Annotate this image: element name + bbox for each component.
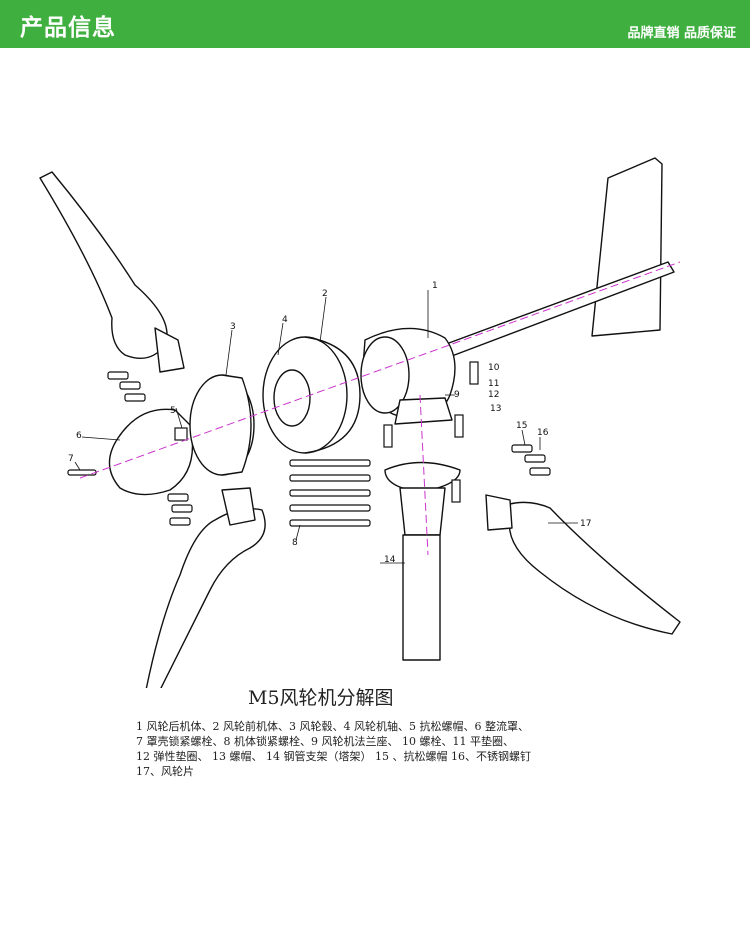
legend-line: 17、风轮片 (136, 765, 194, 778)
part-label-11: 11 (488, 379, 499, 389)
part-label-17: 17 (580, 519, 591, 529)
part-label-6: 6 (76, 431, 82, 441)
tail-vane (591, 157, 663, 337)
part-label-14: 14 (384, 555, 396, 565)
body-bolt (289, 519, 371, 527)
screw-16 (529, 467, 551, 476)
tower-axis-line (419, 394, 429, 556)
screw-16 (524, 454, 546, 463)
nut (174, 427, 188, 441)
bolt-10 (451, 479, 461, 503)
bolt (119, 381, 141, 390)
front-body-inner (273, 369, 311, 427)
exploded-view-diagram: 1 2 3 4 5 6 7 8 9 10 11 12 13 14 15 16 1… (39, 157, 681, 688)
part-label-3: 3 (230, 322, 236, 332)
bolt (107, 371, 129, 380)
header-title: 产品信息 (20, 15, 116, 41)
front-body-fins (304, 336, 361, 454)
blade-root-lower-left (221, 487, 256, 526)
blade-root-upper-left (154, 327, 185, 373)
rear-body-opening (360, 336, 410, 414)
tower-cone (399, 487, 446, 536)
header-slogan: 品牌直销 品质保证 (627, 26, 736, 41)
part-label-8: 8 (292, 538, 298, 548)
part-label-12: 12 (488, 390, 499, 400)
blade-right (489, 501, 681, 635)
bolt (171, 504, 193, 513)
part-label-9: 9 (454, 390, 460, 400)
bolt-10 (383, 424, 393, 448)
legend-line: 1 风轮后机体、2 风轮前机体、3 风轮毂、4 风轮机轴、5 抗松螺帽、6 整流… (136, 720, 529, 733)
part-label-7: 7 (68, 454, 74, 464)
diagram-title: M5风轮机分解图 (248, 687, 394, 709)
header-bar: 产品信息 品牌直销 品质保证 (0, 0, 750, 48)
bolt (167, 493, 189, 502)
bolt (124, 393, 146, 402)
parts-legend: 1 风轮后机体、2 风轮前机体、3 风轮毂、4 风轮机轴、5 抗松螺帽、6 整流… (136, 719, 531, 779)
blade-root-right (485, 494, 513, 531)
tower-pipe (402, 534, 441, 661)
legend-line: 12 弹性垫圈、 13 螺帽、 14 钢管支架（塔架） 15 、抗松螺帽 16、… (136, 750, 531, 763)
body-bolt (289, 459, 371, 467)
center-axis-line (79, 261, 681, 479)
part-label-16: 16 (537, 428, 549, 438)
bolt-10 (469, 361, 479, 385)
part-label-10: 10 (488, 363, 500, 373)
body-bolt (289, 474, 371, 482)
hub-rim (221, 374, 252, 476)
part-label-13: 13 (490, 404, 501, 414)
legend-line: 7 罩壳锁紧螺栓、8 机体锁紧螺栓、9 风轮机法兰座、 10 螺栓、11 平垫圈… (136, 735, 514, 748)
blade-upper-left (39, 171, 168, 359)
part-label-15: 15 (516, 421, 527, 431)
part-label-5: 5 (170, 406, 176, 416)
blade-lower-left (145, 508, 266, 688)
bolt-10 (454, 414, 464, 438)
part-label-2: 2 (322, 289, 328, 299)
bolt (169, 517, 191, 526)
part-label-4: 4 (282, 315, 288, 325)
screw-16 (511, 444, 533, 453)
flange-seat (394, 397, 453, 425)
body-bolt (289, 489, 371, 497)
body-bolt (289, 504, 371, 512)
part-label-1: 1 (432, 281, 438, 291)
